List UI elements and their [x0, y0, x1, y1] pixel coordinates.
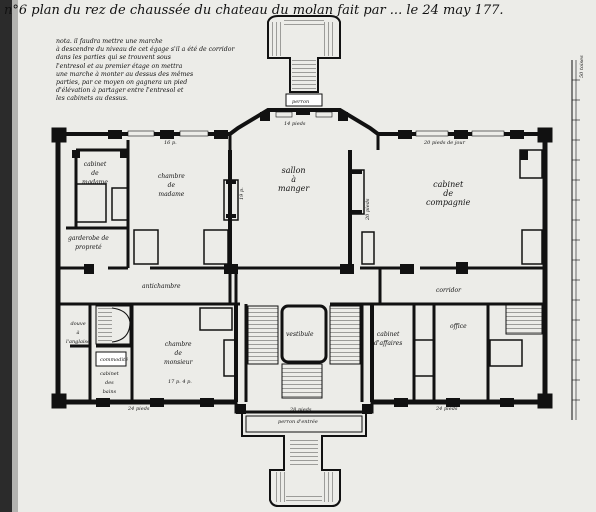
note-line: une marche à monter au dessus des mêmes	[56, 70, 194, 78]
note-line: d'élévation à partager entre l'entresol …	[56, 87, 184, 95]
dimension-top-center: 14 pieds	[284, 121, 306, 127]
note-line: à descendre du niveau de cet égage s'il …	[56, 46, 235, 54]
construction-note: nota. il faudra mettre une marche à desc…	[56, 38, 235, 104]
room-commodite: commodité	[100, 357, 129, 363]
scale-bar	[571, 60, 580, 420]
note-line: les cabinets au dessus.	[56, 95, 128, 103]
service-stair	[95, 305, 131, 367]
dimension-chambre-monsieur: 17 p. 4 p.	[168, 379, 192, 385]
entrance-perron	[241, 412, 367, 507]
garden-perron	[267, 15, 341, 107]
top-piers	[108, 108, 524, 139]
label-perron-d-entree: perron d'entrée	[278, 419, 318, 425]
dimension-bottom-center: 28 pieds	[290, 407, 312, 413]
plan-title: n°6 plan du rez de chaussée du chateau d…	[4, 3, 504, 18]
corridor-walls	[58, 268, 545, 306]
main-staircase	[247, 304, 361, 399]
dimension-bottom-left: 24 pieds	[128, 406, 150, 412]
interior-walls-upper	[58, 140, 545, 270]
dimension-top-right: 20 pieds de jour	[424, 140, 465, 146]
note-line: l'entresol et au premier étage on mettra	[56, 62, 183, 70]
dimension-sallon-side: 19 p.	[239, 187, 245, 200]
dimension-top-left: 16 p.	[164, 140, 177, 146]
sheet-edge	[0, 0, 12, 512]
note-line: parties, par ce moyen on gagnera un pied	[56, 79, 188, 87]
label-perron: perron	[292, 99, 310, 105]
room-vestibule: vestibule	[286, 331, 314, 338]
room-corridor: corridor	[436, 287, 461, 294]
note-line: nota. il faudra mettre une marche	[56, 38, 163, 45]
dimension-cabinet-side: 20 pieds	[365, 198, 371, 220]
room-office: office	[450, 323, 467, 330]
dimension-bottom-right: 24 pieds	[436, 406, 458, 412]
room-antichambre: antichambre	[142, 283, 181, 290]
interior-walls-lower	[70, 304, 490, 402]
note-line: dans les parties qui se trouvent sous	[56, 54, 171, 62]
scale-label: 50 toises	[579, 55, 585, 78]
